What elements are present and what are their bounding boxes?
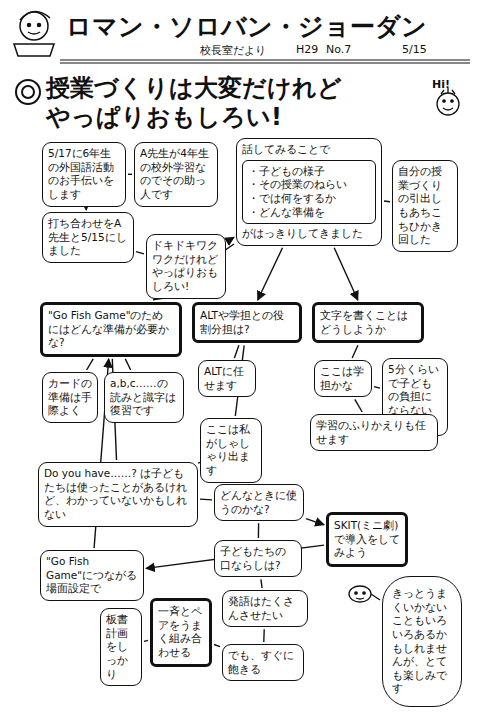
node-text: 学習のふりかえりも任せます <box>316 419 432 446</box>
node-text: a,b,c……の読みと識字は復習です <box>110 377 178 418</box>
node-text: ドキドキワクワクだけれどやっぱりおもしろい! <box>152 239 220 294</box>
note-box: 自分の授業づくりの引出しもあちこちひかき回した <box>392 160 458 252</box>
node-text: A先生が4年生の校外学習なのでその助っ人です <box>140 147 212 202</box>
note-box: カードの準備は手際よく <box>42 372 98 423</box>
connector <box>374 387 380 389</box>
node-text: ALTや学担との役割分担は? <box>200 309 294 336</box>
note-box: 話してみることで・子どもの様子・その授業のねらい・では何をするか・どんな準備をが… <box>236 138 382 246</box>
greeting: Hi! <box>432 78 450 91</box>
note-box: "Go Fish Game"につながる場面設定で <box>40 550 144 601</box>
node-text: きっとうまくいかないこともいろいろあるかもしれませんが、とても楽しみです <box>392 587 452 696</box>
issue-info: No.7 <box>326 43 351 56</box>
node-text: ここは私がしゃしゃり出ます <box>206 423 256 478</box>
node-text: 話してみることで <box>242 143 376 157</box>
connector <box>334 248 358 300</box>
node-text: "Go Fish Game"のためにはどんな準備が必要かな? <box>48 309 174 350</box>
connector <box>144 640 148 641</box>
note-box: ここは学担かな <box>314 360 372 397</box>
note-box: 5/17に6年生の外国語活動のお手伝いをします <box>42 142 126 207</box>
note-box: A先生が4年生の校外学習なのでその助っ人です <box>134 142 218 207</box>
node-text: がはっきりしてきました <box>242 227 376 241</box>
note-box: ここは私がしゃしゃり出ます <box>200 418 262 483</box>
node-text: SKIT(ミニ劇)で導入をしてみよう <box>334 519 400 560</box>
note-box: a,b,c……の読みと識字は復習です <box>104 372 184 423</box>
connector <box>200 498 212 500</box>
note-box: ALTに任せます <box>198 360 256 397</box>
connector <box>355 399 362 412</box>
key-question-box: ALTや学担との役割分担は? <box>192 302 302 343</box>
connector <box>214 645 220 647</box>
node-text: 打ち合わせをA先生と5/15にしました <box>48 217 128 258</box>
node-text: ・その授業のねらい <box>248 178 370 192</box>
connector <box>136 252 144 254</box>
node-text: Do you have……? は子どもたちは使ったことがあるけれど、わかっていな… <box>44 467 192 522</box>
issue-info: 校長室だより <box>200 43 266 58</box>
key-question-box: SKIT(ミニ劇)で導入をしてみよう <box>326 512 408 567</box>
issue-info: 5/15 <box>402 43 427 56</box>
speech-bubble: きっとうまくいかないこともいろいろあるかもしれませんが、とても楽しみです <box>382 576 462 707</box>
key-question-box: "Go Fish Game"のためにはどんな準備が必要かな? <box>40 302 182 357</box>
connector <box>352 345 358 358</box>
issue-info: H29 <box>296 43 318 56</box>
note-box: 発語はたくさんさせたい <box>222 590 308 627</box>
connector <box>258 523 260 538</box>
node-text: 5/17に6年生の外国語活動のお手伝いをします <box>48 147 120 202</box>
node-text: 文字を書くことはどうしようか <box>320 309 416 336</box>
node-text: 一斉とペアをうまく組み合わせる <box>158 605 204 660</box>
key-question-box: 文字を書くことはどうしようか <box>312 302 424 343</box>
note-box: ドキドキワクワクだけれどやっぱりおもしろい! <box>146 234 226 299</box>
note-box: 子どもたちの口ならしは? <box>214 540 302 577</box>
node-text: ここは学担かな <box>320 365 366 392</box>
node-text: ・子どもの様子 <box>248 165 370 179</box>
connector <box>384 200 390 202</box>
note-box: どんなときに使うのかな? <box>214 484 304 521</box>
connector <box>87 359 94 370</box>
connector <box>306 519 324 525</box>
small-face <box>349 586 380 602</box>
note-box: でも、すぐに飽きる <box>222 644 304 681</box>
node-text: でも、すぐに飽きる <box>228 649 298 676</box>
key-question-box: 一斉とペアをうまく組み合わせる <box>150 598 212 667</box>
masthead-icon <box>14 11 54 56</box>
connector <box>234 345 239 358</box>
connector <box>228 237 234 241</box>
connector <box>263 629 265 642</box>
node-text: ・では何をするか <box>248 192 370 206</box>
masthead-title: ロマン・ソロバン・ジョーダン <box>66 10 427 43</box>
node-text: どんなときに使うのかな? <box>220 489 298 516</box>
note-box: ・子どもの様子・その授業のねらい・では何をするか・どんな準備を <box>242 160 376 225</box>
connector <box>128 174 132 175</box>
node-text: ・どんな準備を <box>248 206 370 220</box>
header-rule <box>60 60 470 63</box>
note-box: 学習のふりかえりも任せます <box>310 414 438 451</box>
note-box: 板書計画をしっかり <box>100 608 142 686</box>
node-text: 子どもたちの口ならしは? <box>220 545 296 572</box>
headline: 授業づくりは大変だけれど やっぱりおもしろい! <box>46 74 346 132</box>
node-text: カードの準備は手際よく <box>48 377 92 418</box>
hi-face <box>437 88 459 115</box>
connector <box>85 209 87 210</box>
note-box: 打ち合わせをA先生と5/15にしました <box>42 212 134 263</box>
note-box: Do you have……? は子どもたちは使ったことがあるけれど、わかっていな… <box>38 462 198 527</box>
connector <box>258 248 283 300</box>
node-text: ALTに任せます <box>204 365 250 392</box>
connector <box>125 359 130 370</box>
connector <box>261 579 262 588</box>
node-text: 自分の授業づくりの引出しもあちこちひかき回した <box>398 165 452 247</box>
spiral-mark <box>16 80 40 104</box>
node-text: "Go Fish Game"につながる場面設定で <box>46 555 138 596</box>
node-text: 発語はたくさんさせたい <box>228 595 302 622</box>
node-text: 板書計画をしっかり <box>106 613 136 681</box>
